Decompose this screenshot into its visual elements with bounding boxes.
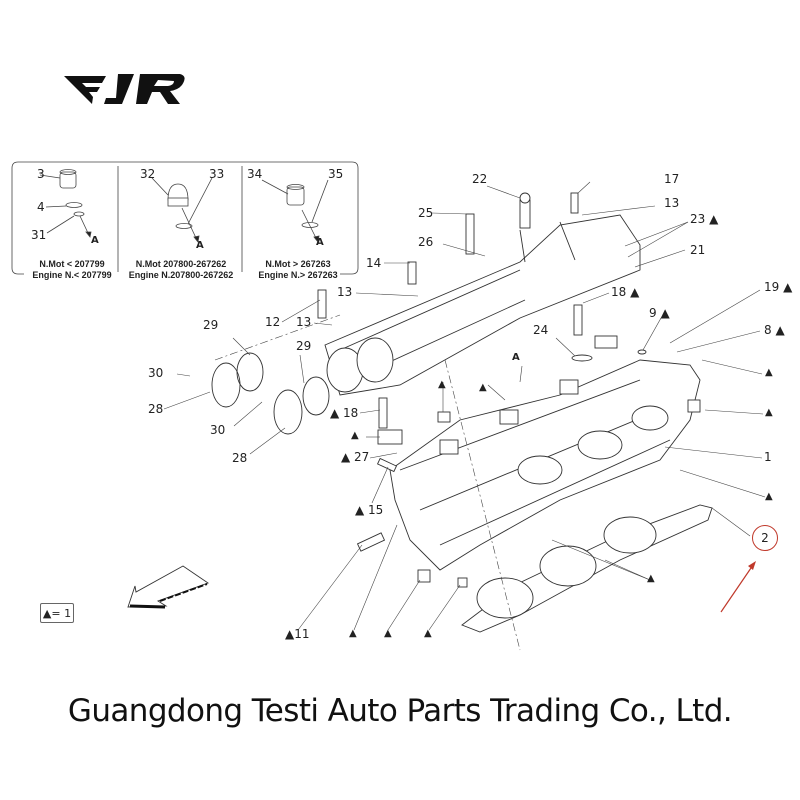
callout-34: 34 [247, 167, 263, 181]
head-gasket [461, 504, 713, 633]
callout-18-left: ▲ 18 [330, 406, 359, 420]
marker-triangle: ▲ [349, 628, 357, 639]
caption-n-mot: N.Mot 207800-267262 [135, 259, 227, 269]
callout-19: 19 ▲ [764, 280, 793, 294]
company-name: Guangdong Testi Auto Parts Trading Co., … [67, 693, 733, 729]
callout-13-top: 13 [664, 196, 680, 210]
callout-13-left: 13 [337, 285, 353, 299]
diagram-artwork [11, 161, 766, 651]
callout-8: 8 ▲ [764, 323, 785, 337]
callout-a-main: A [512, 352, 520, 363]
front-direction-arrow-icon [127, 565, 209, 609]
callout-26: 26 [418, 235, 434, 249]
callout-9: 9 ▲ [649, 306, 670, 320]
marker-triangle: ▲ [765, 367, 773, 378]
caption-engine-n: Engine N.> 267263 [258, 270, 338, 280]
callout-12: 12 [265, 315, 281, 329]
marker-triangle: ▲ [384, 628, 392, 639]
callout-25: 25 [418, 206, 434, 220]
callout-30-top: 30 [148, 366, 164, 380]
callout-a-3: A [316, 237, 324, 248]
marker-triangle: ▲ [351, 430, 359, 441]
callout-31: 31 [31, 228, 47, 242]
callout-11: ▲11 [285, 627, 310, 641]
caption-n-mot: N.Mot < 207799 [39, 259, 105, 269]
callout-22: 22 [472, 172, 488, 186]
intake-manifold [324, 192, 641, 396]
callout-17: 17 [664, 172, 680, 186]
callout-a-2: A [196, 240, 204, 251]
marker-triangle: ▲ [438, 379, 446, 390]
callout-28-bottom: 28 [232, 451, 248, 465]
callout-4: 4 [37, 200, 45, 214]
leader-lines [163, 181, 766, 651]
cylinder-head [389, 359, 701, 571]
throttle-covers [211, 352, 330, 435]
inset-caption-2: N.Mot 207800-267262 Engine N.207800-2672… [122, 259, 240, 281]
callout-14: 14 [366, 256, 382, 270]
callout-13-mid: 13 [296, 315, 312, 329]
callout-35: 35 [328, 167, 344, 181]
callout-a-1: A [91, 235, 99, 246]
marker-triangle: ▲ [647, 573, 655, 584]
callout-1: 1 [764, 450, 772, 464]
ejr-logo-icon [64, 74, 185, 104]
callout-15: ▲ 15 [355, 503, 384, 517]
callout-28-left: 28 [148, 402, 164, 416]
caption-engine-n: Engine N.< 207799 [32, 270, 112, 280]
callout-18-top: 18 ▲ [611, 285, 640, 299]
inset-caption-3: N.Mot > 267263 Engine N.> 267263 [246, 259, 350, 281]
callout-29-right: 29 [296, 339, 312, 353]
callout-23: 23 ▲ [690, 212, 719, 226]
marker-triangle: ▲ [479, 382, 487, 393]
callout-30-bottom: 30 [210, 423, 226, 437]
marker-triangle: ▲ [765, 491, 773, 502]
callout-21: 21 [690, 243, 706, 257]
inset-frame [18, 161, 359, 275]
callout-27: ▲ 27 [341, 450, 370, 464]
callout-2: 2 [761, 531, 769, 545]
annotation-arrow-icon [720, 561, 756, 613]
legend-quantity: ▲= 1 [40, 603, 74, 623]
marker-triangle: ▲ [424, 628, 432, 639]
inset-caption-1: N.Mot < 207799 Engine N.< 207799 [26, 259, 118, 281]
callout-3: 3 [37, 167, 45, 181]
legend-text: ▲= 1 [42, 606, 72, 620]
callout-32: 32 [140, 167, 156, 181]
callout-24: 24 [533, 323, 549, 337]
marker-triangle: ▲ [765, 407, 773, 418]
caption-n-mot: N.Mot > 267263 [265, 259, 331, 269]
callout-2-highlighted[interactable]: 2 [752, 525, 778, 551]
caption-engine-n: Engine N.207800-267262 [128, 270, 234, 280]
callout-29-left: 29 [203, 318, 219, 332]
callout-33: 33 [209, 167, 225, 181]
brand-logo [62, 70, 190, 114]
